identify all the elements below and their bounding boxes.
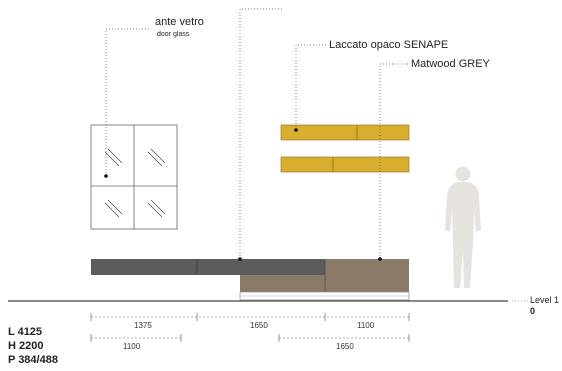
callout-glass-title: ante vetro	[155, 16, 204, 28]
spec-length: L 4125	[8, 326, 43, 338]
dimension-label: 1100	[357, 321, 375, 330]
mustard-shelf-upper	[280, 124, 410, 141]
callout-dots	[104, 128, 382, 261]
callout-leaders	[105, 8, 408, 259]
level-label: Level 1	[530, 295, 560, 305]
spec-height: H 2200	[8, 340, 44, 352]
human-silhouette	[445, 166, 481, 288]
dimension-lines	[91, 316, 409, 339]
dimension-ticks	[90, 313, 410, 342]
callout-lacquer: Laccato opaco SENAPE	[329, 39, 449, 51]
level-value: 0	[530, 306, 536, 316]
dimension-label: 1375	[134, 321, 152, 330]
callout-glass-subtitle: door glass	[157, 31, 190, 38]
glass-reflection-marks	[104, 148, 166, 218]
callout-wood: Matwood GREY	[411, 58, 490, 70]
dimension-label: 1650	[250, 321, 268, 330]
dimension-label: 1650	[336, 342, 354, 351]
base-unit	[91, 259, 410, 301]
mustard-shelf-lower	[280, 156, 410, 173]
spec-depth: P 384/488	[8, 354, 58, 366]
dimension-label: 1100	[123, 342, 141, 351]
